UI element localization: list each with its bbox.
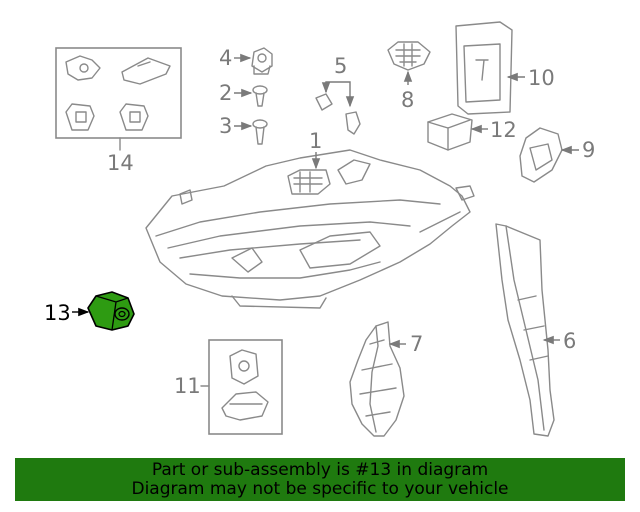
callout-12: 12 — [490, 118, 517, 142]
headlamp-exploded-diagram: 14 4 2 3 5 8 10 12 — [44, 21, 595, 437]
adjuster-part-4 — [251, 47, 273, 75]
callout-5: 5 — [334, 54, 347, 78]
callout-3: 3 — [219, 114, 232, 138]
part-info-banner: Part or sub-assembly is #13 in diagram D… — [15, 458, 625, 501]
screw-part-2 — [252, 85, 268, 107]
banner-line-2: Diagram may not be specific to your vehi… — [131, 479, 509, 499]
callout-10: 10 — [528, 66, 555, 90]
callout-13: 13 — [44, 301, 71, 325]
bracket-part-7 — [349, 321, 405, 437]
headlamp-assembly-part-1 — [145, 149, 475, 309]
callout-1: 1 — [309, 129, 322, 153]
callout-2: 2 — [219, 81, 232, 105]
trim-part-6 — [495, 223, 555, 437]
bulb-part-5 — [315, 93, 361, 135]
callout-7: 7 — [410, 332, 423, 356]
control-module-part-10 — [455, 21, 513, 115]
callout-11: 11 — [174, 374, 201, 398]
clip-kit-part-14 — [55, 47, 182, 151]
callout-9: 9 — [582, 138, 595, 162]
actuator-part-9 — [519, 127, 563, 183]
callout-8: 8 — [401, 88, 414, 112]
cap-part-8 — [387, 41, 431, 71]
mount-kit-part-11 — [200, 339, 283, 435]
callout-4: 4 — [219, 46, 232, 70]
screw-part-3 — [252, 119, 268, 145]
highlighted-part-13 — [87, 291, 135, 331]
module-part-12 — [427, 113, 473, 151]
callout-14: 14 — [107, 151, 134, 175]
banner-line-1: Part or sub-assembly is #13 in diagram — [151, 460, 489, 480]
callout-6: 6 — [563, 329, 576, 353]
